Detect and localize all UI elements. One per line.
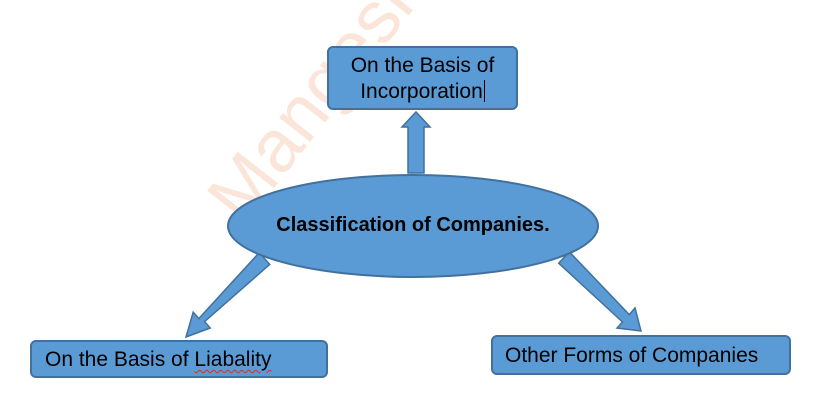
center-label: Classification of Companies. xyxy=(276,214,550,236)
arrow-down-right xyxy=(557,250,643,332)
box-liability: On the Basis of Liabality xyxy=(30,340,328,378)
text-caret xyxy=(483,80,485,102)
box-incorporation-line1: On the Basis of xyxy=(350,54,495,77)
box-incorporation-line2-text: Incorporation xyxy=(360,80,483,103)
box-other-forms-label: Other Forms of Companies xyxy=(505,344,759,367)
box-incorporation: On the Basis of Incorporation xyxy=(327,46,518,110)
center-ellipse xyxy=(227,174,599,278)
arrow-up xyxy=(400,110,432,174)
box-other-forms: Other Forms of Companies xyxy=(491,335,791,375)
arrow-down-left xyxy=(184,251,271,339)
box-liability-word: Liabality xyxy=(194,348,272,371)
box-incorporation-line2: Incorporation xyxy=(329,79,516,105)
box-liability-prefix: On the Basis of xyxy=(45,348,195,371)
